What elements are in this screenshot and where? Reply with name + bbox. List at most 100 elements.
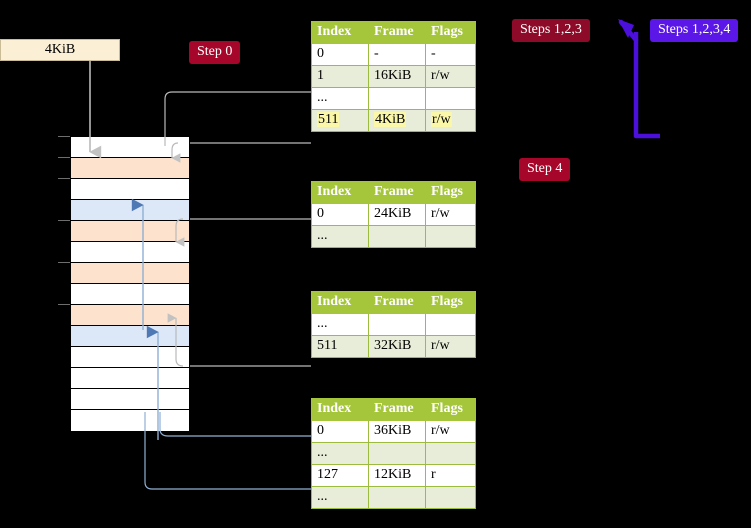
table-row: 0-- [311, 43, 476, 66]
wire-steps-arrowhead [618, 19, 639, 43]
table-row: ... [311, 442, 476, 465]
memory-cell [71, 284, 189, 305]
highlighted-value: 4KiB [374, 112, 407, 127]
table-row: ... [311, 225, 476, 248]
highlighted-value: 511 [317, 112, 340, 127]
column-header-flags: Flags [425, 181, 476, 204]
physical-memory-column [70, 136, 190, 431]
table-cell-flags: r/w [425, 203, 476, 226]
table-cell-frame [368, 442, 426, 465]
memory-cell [71, 410, 189, 431]
memory-cell [71, 368, 189, 389]
column-header-frame: Frame [368, 21, 426, 44]
column-header-frame: Frame [368, 291, 426, 314]
table-cell-frame: 16KiB [368, 65, 426, 88]
column-header-index: Index [311, 398, 369, 421]
table-cell-index: 0 [311, 203, 369, 226]
memory-cell [71, 179, 189, 200]
table-cell-index: ... [311, 225, 369, 248]
column-header-flags: Flags [425, 291, 476, 314]
memory-cell [71, 263, 189, 284]
tick-mark [58, 304, 70, 305]
table-cell-frame [368, 313, 426, 336]
table-cell-flags: r [425, 464, 476, 487]
table-cell-frame: 12KiB [368, 464, 426, 487]
table-cell-frame: - [368, 43, 426, 66]
column-header-index: Index [311, 181, 369, 204]
table-cell-flags [425, 225, 476, 248]
memory-cell [71, 305, 189, 326]
tick-mark [58, 136, 70, 137]
column-header-index: Index [311, 291, 369, 314]
table-cell-frame: 36KiB [368, 420, 426, 443]
memory-cell [71, 200, 189, 221]
table-cell-frame: 24KiB [368, 203, 426, 226]
table-row: 511 4KiB r/w [311, 109, 476, 132]
table-cell-frame: 32KiB [368, 335, 426, 358]
badge-step-0: Step 0 [189, 41, 241, 64]
table-cell-index: 0 [311, 43, 369, 66]
tick-mark [58, 178, 70, 179]
table-cell-frame: 4KiB [368, 109, 426, 132]
column-header-flags: Flags [425, 21, 476, 44]
memory-cell [71, 389, 189, 410]
tick-mark [58, 157, 70, 158]
badge-step-4: Step 4 [519, 158, 571, 181]
table-cell-flags: r/w [425, 335, 476, 358]
wire-steps-bracket [633, 32, 660, 139]
badge-steps-1234: Steps 1,2,3,4 [650, 19, 739, 42]
table-cell-flags: r/w [425, 420, 476, 443]
table-cell-index: ... [311, 442, 369, 465]
table-cell-index: ... [311, 87, 369, 110]
table-cell-flags [425, 486, 476, 509]
table-row: ... [311, 313, 476, 336]
table-cell-index: ... [311, 313, 369, 336]
table-cell-frame [368, 225, 426, 248]
table-cell-index: 511 [311, 335, 369, 358]
table-cell-flags: - [425, 43, 476, 66]
table-cell-index: 511 [311, 109, 369, 132]
tick-mark [58, 262, 70, 263]
column-header-index: Index [311, 21, 369, 44]
column-header-flags: Flags [425, 398, 476, 421]
memory-block-4kib: 4KiB [0, 39, 120, 61]
table-cell-index: 0 [311, 420, 369, 443]
table-cell-flags: r/w [425, 65, 476, 88]
column-header-frame: Frame [368, 181, 426, 204]
column-header-frame: Frame [368, 398, 426, 421]
table-cell-flags [425, 313, 476, 336]
badge-steps-123: Steps 1,2,3 [512, 19, 590, 42]
memory-cell [71, 221, 189, 242]
arrow-head-violet-icon [618, 19, 634, 38]
table-cell-index: ... [311, 486, 369, 509]
table-cell-frame [368, 87, 426, 110]
memory-cell [71, 347, 189, 368]
memory-cell [71, 158, 189, 179]
table-cell-index: 127 [311, 464, 369, 487]
memory-cell [71, 137, 189, 158]
table-cell-frame [368, 486, 426, 509]
table-cell-flags [425, 87, 476, 110]
highlighted-value: r/w [431, 112, 452, 127]
table-row: ... [311, 486, 476, 509]
memory-block-label: 4KiB [44, 42, 76, 57]
memory-cell [71, 242, 189, 263]
tick-mark [58, 220, 70, 221]
memory-cell [71, 326, 189, 347]
table-cell-flags: r/w [425, 109, 476, 132]
table-cell-flags [425, 442, 476, 465]
table-row: ... [311, 87, 476, 110]
